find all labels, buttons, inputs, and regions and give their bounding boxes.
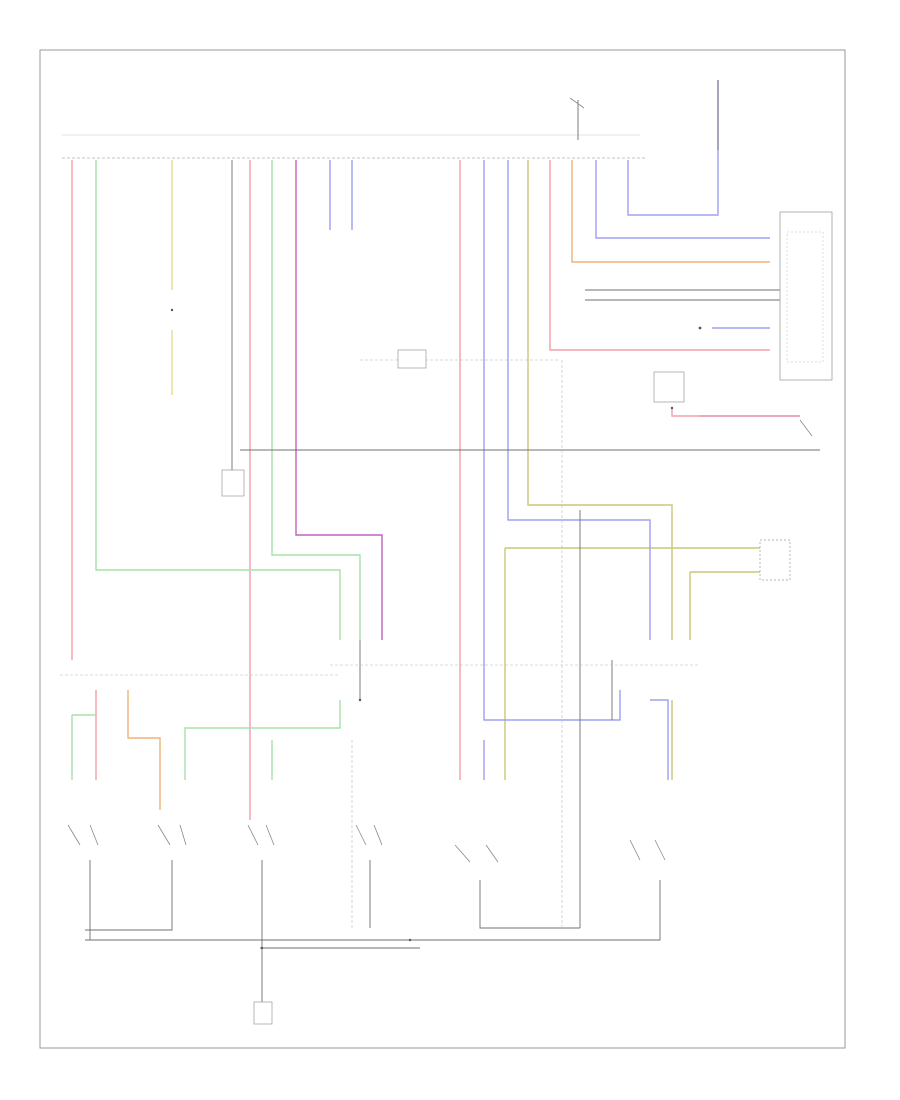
door-switch-symbols [67,97,813,863]
orange-wires [127,160,770,810]
connector-dashed-lines [60,359,700,930]
ground-wires [85,80,820,1010]
purple-wires [295,160,383,640]
red-wires [71,160,800,820]
green-wires [71,160,361,780]
connector-blocks [221,349,791,1025]
diagram-frame [39,49,846,1049]
control-module-inner [786,231,824,363]
splice-points [170,308,702,950]
olive-wires [504,160,770,780]
control-module-box [779,211,833,381]
